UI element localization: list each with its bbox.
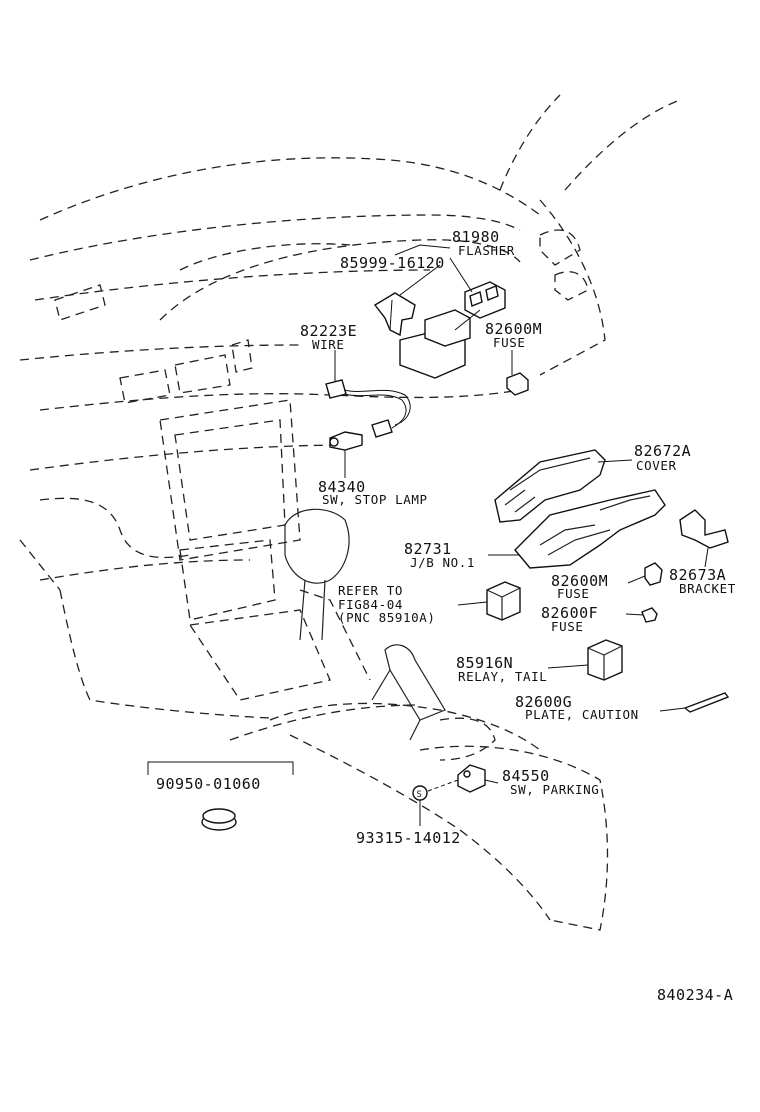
bracket-85999-part: [373, 292, 416, 337]
diagram-id: 840234-A: [657, 986, 733, 1004]
part-number-82731: 82731: [404, 540, 452, 558]
relay-block-part: [399, 309, 471, 379]
part-name-fuse-82600f: FUSE: [551, 619, 584, 634]
refer-line-2: FIG84-04: [338, 597, 403, 612]
refer-line-3: (PNC 85910A): [338, 610, 436, 625]
part-name-cover: COVER: [636, 458, 677, 473]
part-number-81980: 81980: [452, 228, 500, 246]
part-number-82600m-top: 82600M: [485, 320, 542, 338]
wire-part: [325, 379, 411, 438]
part-name-caution-plate: PLATE, CAUTION: [525, 707, 639, 722]
part-number-84550: 84550: [502, 767, 550, 785]
part-number-82600g: 82600G: [515, 693, 572, 711]
grommet-part: [201, 808, 237, 831]
junction-block-part: [514, 489, 666, 569]
part-number-82673a: 82673A: [669, 566, 726, 584]
part-name-bracket: BRACKET: [679, 581, 736, 596]
part-name-parking-switch: SW, PARKING: [510, 782, 599, 797]
parking-brake-lever: [371, 644, 446, 741]
part-name-stop-lamp-switch: SW, STOP LAMP: [322, 492, 428, 507]
parking-switch-part: [457, 764, 486, 793]
part-number-82223e: 82223E: [300, 322, 357, 340]
part-name-junction-block: J/B NO.1: [410, 555, 475, 570]
part-number-84340: 84340: [318, 478, 366, 496]
stop-lamp-switch-part: [329, 431, 363, 451]
part-name-wire: WIRE: [312, 337, 345, 352]
dashboard-outline: [19, 94, 681, 931]
fuse-82600m-lower-part: [644, 562, 663, 586]
leader-lines: [147, 244, 709, 826]
fuse-82600f-part: [641, 607, 658, 623]
part-number-90950-01060: 90950-01060: [156, 775, 261, 793]
part-name-flasher: FLASHER: [458, 243, 515, 258]
part-number-82600m-lower: 82600M: [551, 572, 608, 590]
part-number-82600f: 82600F: [541, 604, 598, 622]
part-name-fuse-lower: FUSE: [557, 586, 590, 601]
shift-lever: [284, 508, 350, 641]
screw-part: S: [412, 785, 428, 801]
part-number-85916n: 85916N: [456, 654, 513, 672]
relay-tail-part: [587, 639, 623, 681]
part-name-relay-tail: RELAY, TAIL: [458, 669, 547, 684]
fuse-82600m-top-part: [506, 372, 529, 396]
relay-85910a-part: [486, 581, 521, 621]
part-number-82672a: 82672A: [634, 442, 691, 460]
part-name-fuse-top: FUSE: [493, 335, 526, 350]
part-number-93315-14012: 93315-14012: [356, 829, 461, 847]
svg-text:S: S: [417, 790, 422, 800]
flasher-part: [464, 281, 506, 319]
part-number-85999-16120: 85999-16120: [340, 254, 445, 272]
cover-part: [494, 449, 606, 523]
bracket-82673a-part: [679, 509, 729, 549]
refer-line-1: REFER TO: [338, 583, 403, 598]
part-labels: 81980 FLASHER 85999-16120 82223E WIRE 82…: [156, 228, 736, 1004]
caution-plate-part: [683, 692, 730, 713]
